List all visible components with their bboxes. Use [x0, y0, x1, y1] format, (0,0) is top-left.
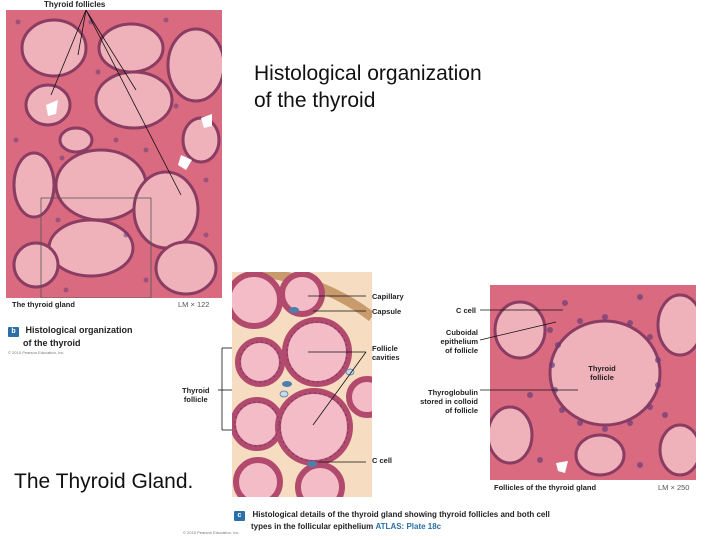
panel-c-caption-line1: Histological details of the thyroid glan… [252, 510, 550, 519]
panel-b-caption-line1: Histological organization [25, 325, 133, 335]
slide-title-line2: of the thyroid [254, 89, 376, 112]
label-thyroid-follicle-diagram-line2: follicle [183, 395, 208, 404]
label-c-cell-micrograph: C cell [456, 306, 477, 315]
label-thyroid-follicle-micrograph: Thyroid follicle [584, 364, 620, 382]
label-cuboidal-line3: of follicle [445, 346, 478, 355]
follicle-diagram [232, 272, 372, 497]
panel-b-title: The thyroid gland [12, 300, 75, 309]
atlas-plate-link[interactable]: ATLAS: Plate 18c [375, 522, 442, 531]
label-capsule: Capsule [372, 307, 402, 316]
panel-b-caption: b Histological organization of the thyro… [8, 320, 188, 355]
label-thyroid-follicle-micrograph-line2: follicle [590, 373, 614, 382]
panel-b-magnification: LM × 122 [178, 300, 210, 309]
label-thyroglobulin-line2: stored in colloid [420, 397, 478, 406]
panel-c-copyright: © 2015 Pearson Education, Inc. [183, 530, 240, 535]
panel-b-copyright: © 2015 Pearson Education, Inc. [8, 350, 65, 355]
label-follicle-cavities: Follicle cavities [372, 344, 400, 362]
label-follicle-cavities-line1: Follicle [372, 344, 398, 353]
label-capillary: Capillary [372, 292, 404, 301]
panel-c-title: Follicles of the thyroid gland [494, 483, 597, 492]
label-cuboidal-line1: Cuboidal [445, 328, 478, 337]
panel-c-leader-lines [479, 309, 578, 391]
label-thyroid-follicle-micrograph-line1: Thyroid [588, 364, 616, 373]
label-c-cell-diagram: C cell [372, 456, 393, 465]
slide-title: Histological organization of the thyroid [254, 60, 482, 114]
label-thyroid-follicle-diagram-line1: Thyroid [182, 386, 210, 395]
diagram-leader-lines [218, 295, 367, 463]
slide-title-line1: Histological organization [254, 62, 482, 85]
panel-b-scale-bar: The thyroid gland LM × 122 [6, 298, 222, 312]
panel-b-caption-line2: of the thyroid [23, 338, 81, 348]
label-follicle-cavities-line2: cavities [372, 353, 400, 362]
label-cuboidal-line2: epithelium [440, 337, 478, 346]
label-thyroglobulin-line3: of follicle [445, 406, 478, 415]
slide-footer-title: The Thyroid Gland. [14, 470, 194, 493]
follicles-micrograph [490, 285, 696, 480]
label-thyroid-follicle-diagram: Thyroid follicle [182, 386, 210, 404]
thyroid-follicles-label: Thyroid follicles [44, 0, 106, 9]
panel-c-caption: c Histological details of the thyroid gl… [234, 504, 634, 531]
thyroid-gland-micrograph [6, 10, 222, 300]
panel-c-caption-line2-wrap: types in the follicular epithelium ATLAS… [251, 522, 634, 531]
thyroid-gland-micrograph-panel: Thyroid follicles [6, 0, 226, 315]
label-thyroglobulin: Thyroglobulin stored in colloid of folli… [408, 388, 478, 415]
panel-c-magnification: LM × 250 [658, 483, 690, 492]
label-thyroglobulin-line1: Thyroglobulin [428, 388, 478, 397]
panel-c-badge: c [234, 511, 245, 521]
label-cuboidal-epithelium: Cuboidal epithelium of follicle [436, 328, 478, 355]
panel-c-scale-bar: Follicles of the thyroid gland LM × 250 [490, 480, 696, 494]
panel-c-caption-line2: types in the follicular epithelium [251, 522, 374, 531]
panel-b-badge: b [8, 327, 19, 337]
